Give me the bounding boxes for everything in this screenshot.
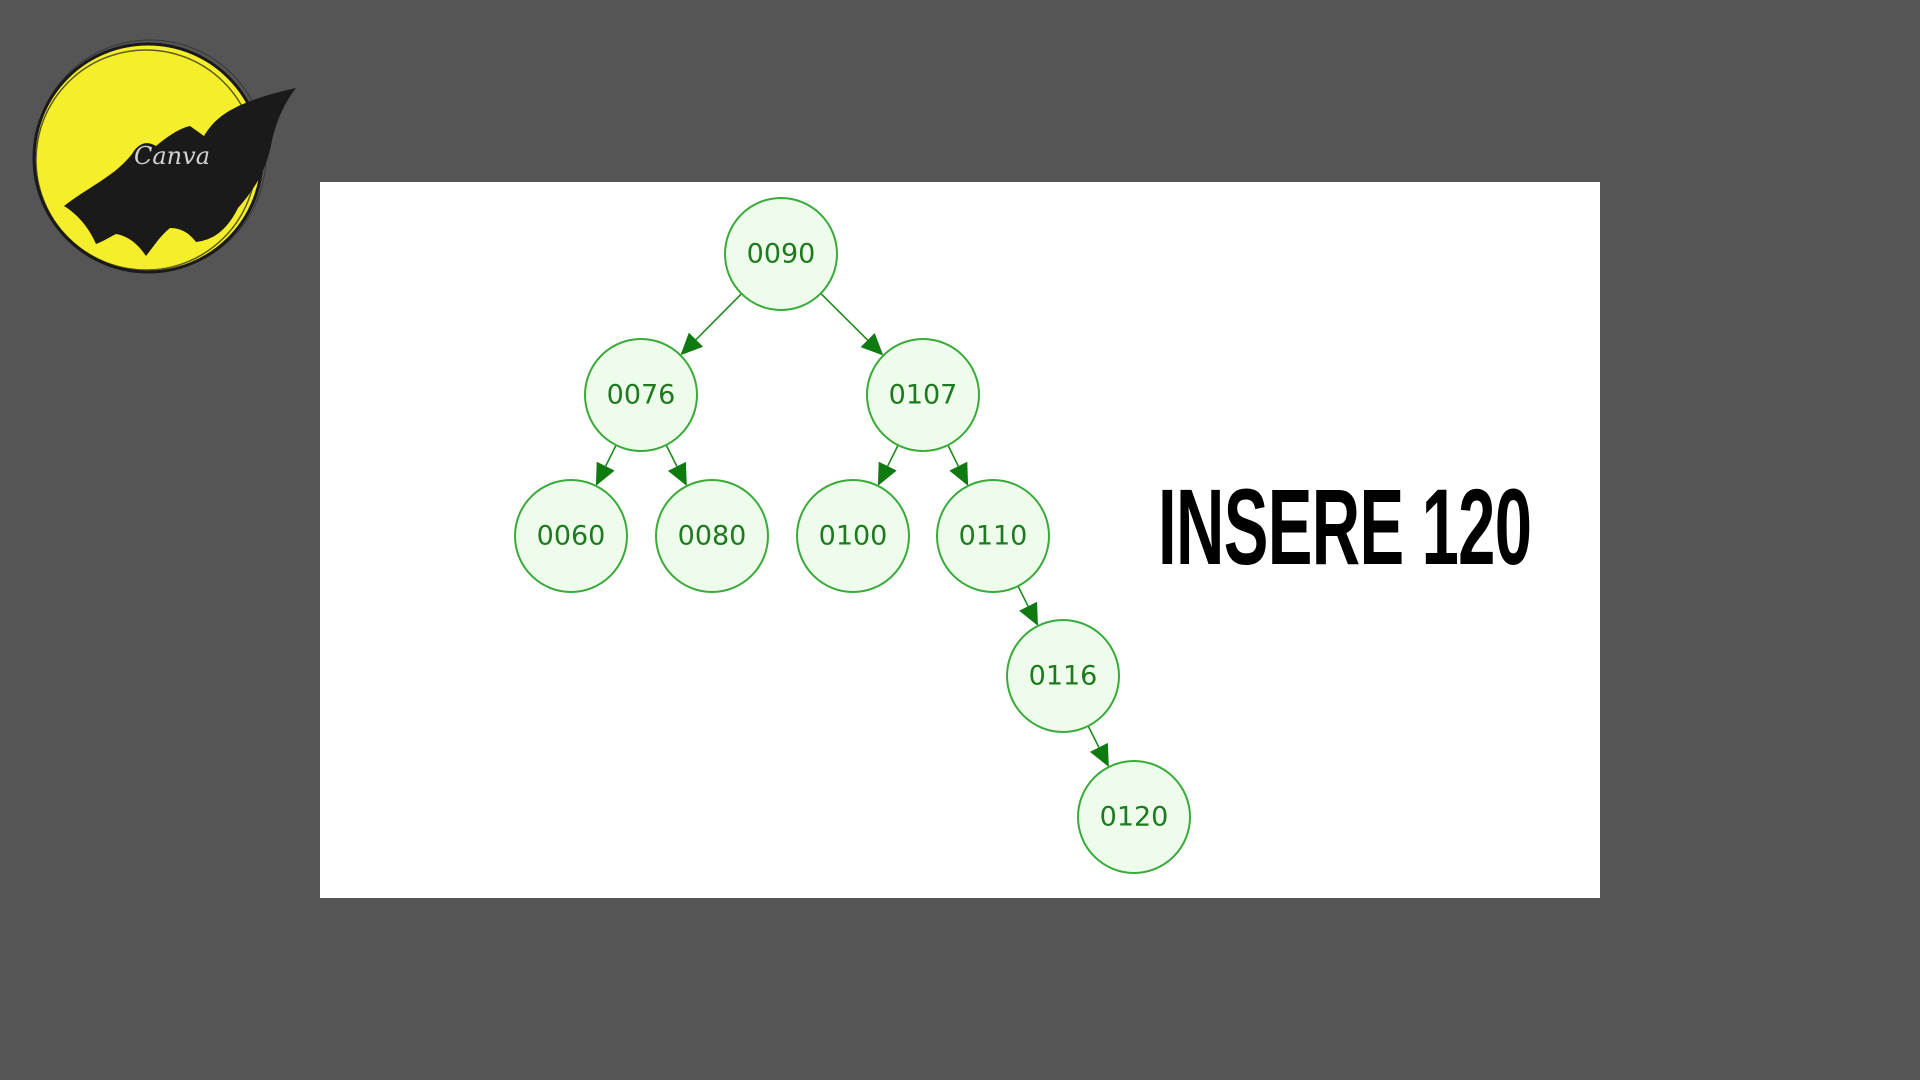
arrowhead-icon [595,461,615,486]
tree-nodes: 0090 0076 0107 0060 0080 0100 0110 0116 0120 [514,197,1191,874]
node-circle [866,338,980,452]
edge-line [820,292,869,341]
tree-node: 0120 [1077,760,1191,874]
edge-line [604,444,617,467]
caption-title: INSERE 120 [1158,466,1532,587]
tree-node: 0060 [514,479,628,593]
tree-node: 0090 [724,197,838,311]
node-circle [584,338,698,452]
tree-node: 0110 [936,479,1050,593]
edge-line [1017,585,1029,607]
tree-node: 0116 [1006,619,1120,733]
node-label: 0060 [537,521,606,552]
node-label: 0116 [1029,661,1098,692]
arrowhead-icon [1019,601,1038,626]
node-label: 0107 [889,380,958,411]
arrowhead-icon [680,332,704,356]
node-label: 0076 [607,380,676,411]
tree-edge [665,444,687,486]
binary-tree-diagram: 0090 0076 0107 0060 0080 0100 0110 0116 0120 [514,197,1191,874]
arrowhead-icon [667,461,687,486]
tree-edge [820,292,884,356]
tree-node: 0080 [655,479,769,593]
edge-line [1087,725,1100,748]
node-circle [796,479,910,593]
tree-edge [595,444,617,486]
arrowhead-icon [877,461,897,486]
tree-edge [947,444,969,486]
node-label: 0120 [1100,802,1169,833]
tree-node: 0100 [796,479,910,593]
tree-edge [877,444,899,486]
node-label: 0090 [747,239,816,270]
node-circle [514,479,628,593]
logo-text: Canva [134,142,210,170]
arrowhead-icon [949,461,969,486]
node-label: 0100 [819,521,888,552]
tree-edge [1017,585,1038,626]
tree-edge [1087,725,1109,767]
node-circle [936,479,1050,593]
node-circle [724,197,838,311]
tree-edges [595,292,1109,767]
tree-node: 0107 [866,338,980,452]
node-circle [655,479,769,593]
edge-line [695,293,743,341]
tree-node: 0076 [584,338,698,452]
arrowhead-icon [1089,742,1109,767]
edge-line [665,444,678,467]
arrowhead-icon [860,332,884,356]
bat-moon-icon: Canva [32,39,296,274]
content-panel: 0090 0076 0107 0060 0080 0100 0110 0116 0120 INS… [320,182,1600,898]
node-circle [1077,760,1191,874]
edge-line [886,444,899,467]
node-label: 0080 [678,521,747,552]
canva-bat-logo: Canva [20,36,300,286]
node-label: 0110 [959,521,1028,552]
node-circle [1006,619,1120,733]
tree-edge [680,293,743,356]
edge-line [947,444,960,467]
